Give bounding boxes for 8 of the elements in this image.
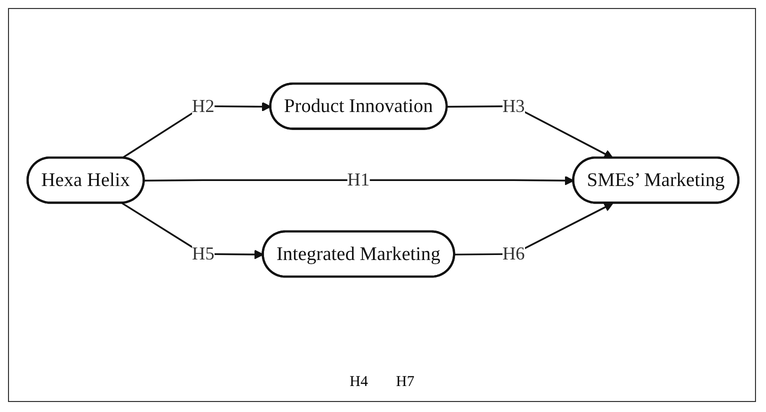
edge-label: H2 — [192, 96, 214, 116]
edge-label: H6 — [502, 243, 525, 264]
edge-label: H5 — [192, 243, 214, 264]
hypothesis-label: H4 — [350, 374, 368, 390]
edge-label: H1 — [347, 170, 370, 190]
hypothesis-label: H7 — [396, 374, 414, 390]
edge-label: H3 — [502, 96, 525, 116]
arrow — [144, 176, 574, 186]
